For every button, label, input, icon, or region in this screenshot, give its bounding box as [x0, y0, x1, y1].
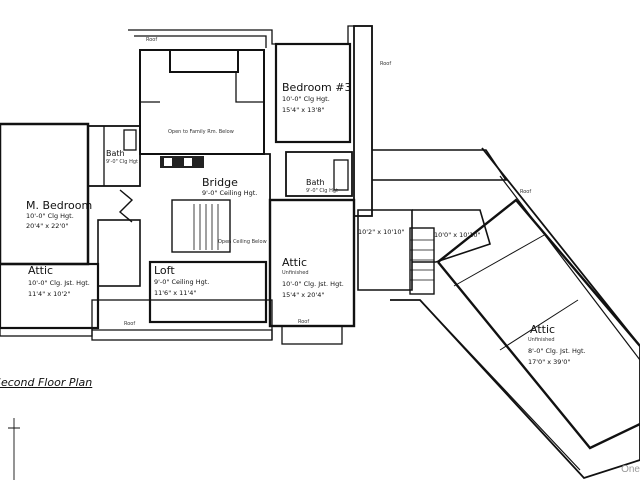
attic-right-dims: 17'0" x 39'0"	[528, 358, 571, 366]
bath-left-walls	[87, 125, 141, 187]
room-b-dims: 10'0" x 10'10"	[434, 231, 481, 239]
bath-right-ceiling: 9'-0" Clg Hgt	[306, 188, 338, 194]
mbedroom-name: M. Bedroom	[26, 199, 93, 212]
roof-note-4: Roof	[298, 319, 310, 325]
bedroom3-walls	[274, 42, 352, 144]
roof-note-5: Roof	[520, 189, 532, 195]
room-10x10-right	[412, 209, 491, 263]
open-to-below-note: Open to Family Rm. Below	[168, 129, 234, 135]
bath-right-walls	[285, 151, 353, 197]
loft-dims: 11'6" x 11'4"	[154, 289, 197, 297]
open-ceiling-note: Open Ceiling Below	[218, 239, 267, 245]
attic-right-status: Unfinished	[528, 337, 555, 343]
attic-mid-ceiling: 10'-0" Clg. Jst. Hgt.	[282, 280, 344, 288]
bedroom3-name: Bedroom #3	[282, 81, 352, 94]
bath-right-name: Bath	[306, 178, 325, 187]
mbedroom-dims: 20'4" x 22'0"	[26, 222, 69, 230]
attic-mid-name: Attic	[282, 256, 308, 269]
outline-bottom	[92, 329, 273, 340]
roof-outline-top-inner	[134, 35, 267, 48]
bath-left-ceiling: 9'-0" Clg Hgt	[106, 159, 138, 165]
corridor-vertical	[353, 25, 373, 217]
attic-mid-dims: 15'4" x 20'4"	[282, 291, 325, 299]
plan-caption: Second Floor Plan	[0, 376, 93, 389]
attic-mid-status: Unfinished	[282, 270, 309, 276]
roof-note-2: Roof	[380, 61, 392, 67]
loft-name: Loft	[154, 264, 175, 277]
watermark: One	[621, 464, 640, 475]
bridge-name: Bridge	[202, 176, 238, 189]
attic-left-name: Attic	[28, 264, 54, 277]
loft-ceiling: 9'-0" Ceiling Hgt.	[154, 278, 210, 286]
bridge-walls	[140, 153, 271, 200]
closet-walls	[97, 219, 141, 287]
attic-left-ceiling: 10'-0" Clg. Jst. Hgt.	[28, 279, 90, 287]
bedroom3-ceiling: 10'-0" Clg Hgt.	[282, 95, 330, 103]
bridge-ceiling: 9'-0" Ceiling Hgt.	[202, 189, 258, 197]
bedroom3-dims: 15'4" x 13'8"	[282, 106, 325, 114]
mbedroom-walls	[0, 122, 90, 266]
attic-right-name: Attic	[530, 323, 556, 336]
stair-right	[409, 227, 435, 295]
roof-note-3: Roof	[124, 321, 136, 327]
scale-mark	[8, 418, 20, 480]
roof-note-1: Roof	[146, 37, 158, 43]
bath-left-name: Bath	[106, 149, 125, 158]
loft-walls	[148, 260, 268, 324]
room-a-dims: 10'2" x 10'10"	[358, 228, 405, 236]
stair-left	[171, 199, 231, 253]
mbedroom-ceiling: 10'-0" Clg Hgt.	[26, 212, 74, 220]
attic-right-inner	[437, 198, 640, 347]
attic-right-ceiling: 8'-0" Clg. Jst. Hgt.	[528, 347, 586, 355]
attic-left-dims: 11'4" x 10'2"	[28, 290, 71, 298]
attic-right-outer	[390, 147, 640, 480]
